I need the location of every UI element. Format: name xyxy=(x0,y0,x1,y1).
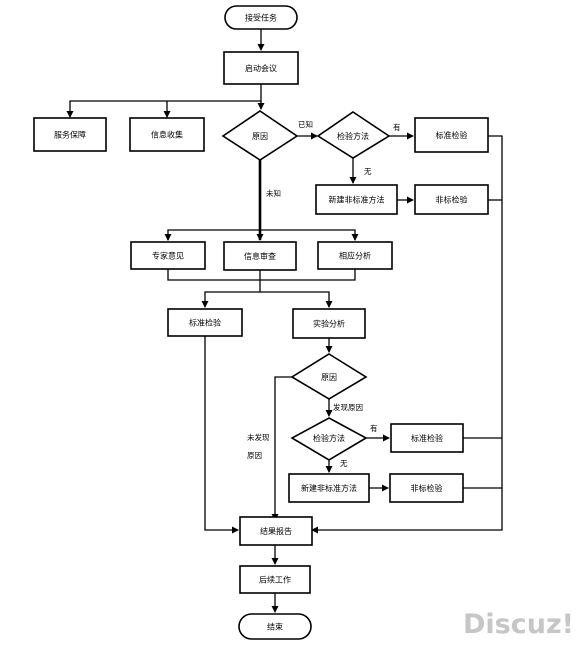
edge-label-no-2: 无 xyxy=(340,459,348,468)
node-cause-decision-2: 原因 xyxy=(290,353,368,400)
node-cause-decision-2-label: 原因 xyxy=(321,373,337,382)
edge-merge-to-experiment xyxy=(260,291,333,308)
node-nonstandard-test-2-label: 非标检验 xyxy=(411,483,443,493)
node-standard-test-2-label: 标准检验 xyxy=(189,318,221,328)
node-test-method-decision-2-label: 检验方法 xyxy=(313,433,345,443)
edge-std1-to-report xyxy=(311,135,503,534)
node-end: 结束 xyxy=(238,613,312,640)
node-test-method-decision-2: 检验方法 xyxy=(290,417,368,461)
node-correlation-analysis-label: 相应分析 xyxy=(339,251,371,261)
node-test-method-decision-1: 检验方法 xyxy=(316,111,391,159)
node-new-nonstandard-method-2-label: 新建非标准方法 xyxy=(301,483,357,493)
edge-label-known: 已知 xyxy=(298,119,313,129)
node-new-nonstandard-method-2: 新建非标准方法 xyxy=(288,473,370,503)
node-nonstandard-test-1-label: 非标检验 xyxy=(436,195,468,205)
node-end-label: 结束 xyxy=(267,622,283,632)
node-kickoff-meeting: 启动会议 xyxy=(223,51,299,85)
edge-label-cause-not-found-2: 原因 xyxy=(247,451,262,460)
edge-branch-to-correlation xyxy=(260,229,359,241)
node-receive-task: 接受任务 xyxy=(224,5,298,30)
node-kickoff-meeting-label: 启动会议 xyxy=(245,63,277,73)
node-followup-work-label: 后续工作 xyxy=(259,575,291,585)
watermark-logo: Discuz! xyxy=(463,609,574,640)
node-standard-test-2: 标准检验 xyxy=(167,308,243,337)
node-standard-test-1: 标准检验 xyxy=(414,117,489,153)
node-result-report: 结果报告 xyxy=(239,516,313,546)
node-experiment-analysis-label: 实验分析 xyxy=(313,319,345,329)
node-service-guarantee-label: 服务保障 xyxy=(54,130,86,140)
node-new-nonstandard-method-1: 新建非标准方法 xyxy=(315,184,398,215)
edge-expert-to-merge xyxy=(167,269,356,281)
node-result-report-label: 结果报告 xyxy=(260,526,292,536)
node-cause-decision-1-label: 原因 xyxy=(252,132,268,141)
edge-label-unknown: 未知 xyxy=(266,188,281,198)
node-nonstandard-test-2: 非标检验 xyxy=(389,473,464,503)
node-info-review-label: 信息审查 xyxy=(244,251,276,261)
node-experiment-analysis: 实验分析 xyxy=(292,308,366,339)
edge-cause2-notfound xyxy=(271,376,292,521)
node-test-method-decision-1-label: 检验方法 xyxy=(337,131,369,141)
edges xyxy=(66,29,503,613)
edge-bus-to-service xyxy=(66,100,261,118)
node-expert-opinion: 专家意见 xyxy=(130,241,206,270)
node-nonstandard-test-1: 非标检验 xyxy=(414,184,489,215)
edge-merge-to-std2 xyxy=(201,291,260,308)
node-service-guarantee: 服务保障 xyxy=(33,117,107,152)
node-info-collection: 信息收集 xyxy=(129,117,205,152)
node-info-collection-label: 信息收集 xyxy=(151,130,183,140)
node-new-nonstandard-method-1-label: 新建非标准方法 xyxy=(329,195,385,205)
edge-label-no-1: 无 xyxy=(364,167,372,176)
node-standard-test-1-label: 标准检验 xyxy=(436,130,468,140)
node-cause-decision-1: 原因 xyxy=(221,110,299,161)
node-followup-work: 后续工作 xyxy=(239,565,311,594)
node-info-review: 信息审查 xyxy=(223,241,297,271)
edge-label-cause-not-found-1: 未发现 xyxy=(247,432,270,442)
node-receive-task-label: 接受任务 xyxy=(245,13,277,23)
node-correlation-analysis: 相应分析 xyxy=(317,241,393,270)
node-standard-test-3: 标准检验 xyxy=(390,423,464,453)
edge-branch-to-expert xyxy=(164,229,260,241)
edge-std2-to-report xyxy=(204,336,239,534)
edge-label-cause-found: 发现原因 xyxy=(333,402,363,412)
edge-label-yes-2: 有 xyxy=(370,423,378,433)
node-standard-test-3-label: 标准检验 xyxy=(411,433,443,443)
edge-label-yes-1: 有 xyxy=(393,122,401,132)
node-expert-opinion-label: 专家意见 xyxy=(152,251,184,261)
